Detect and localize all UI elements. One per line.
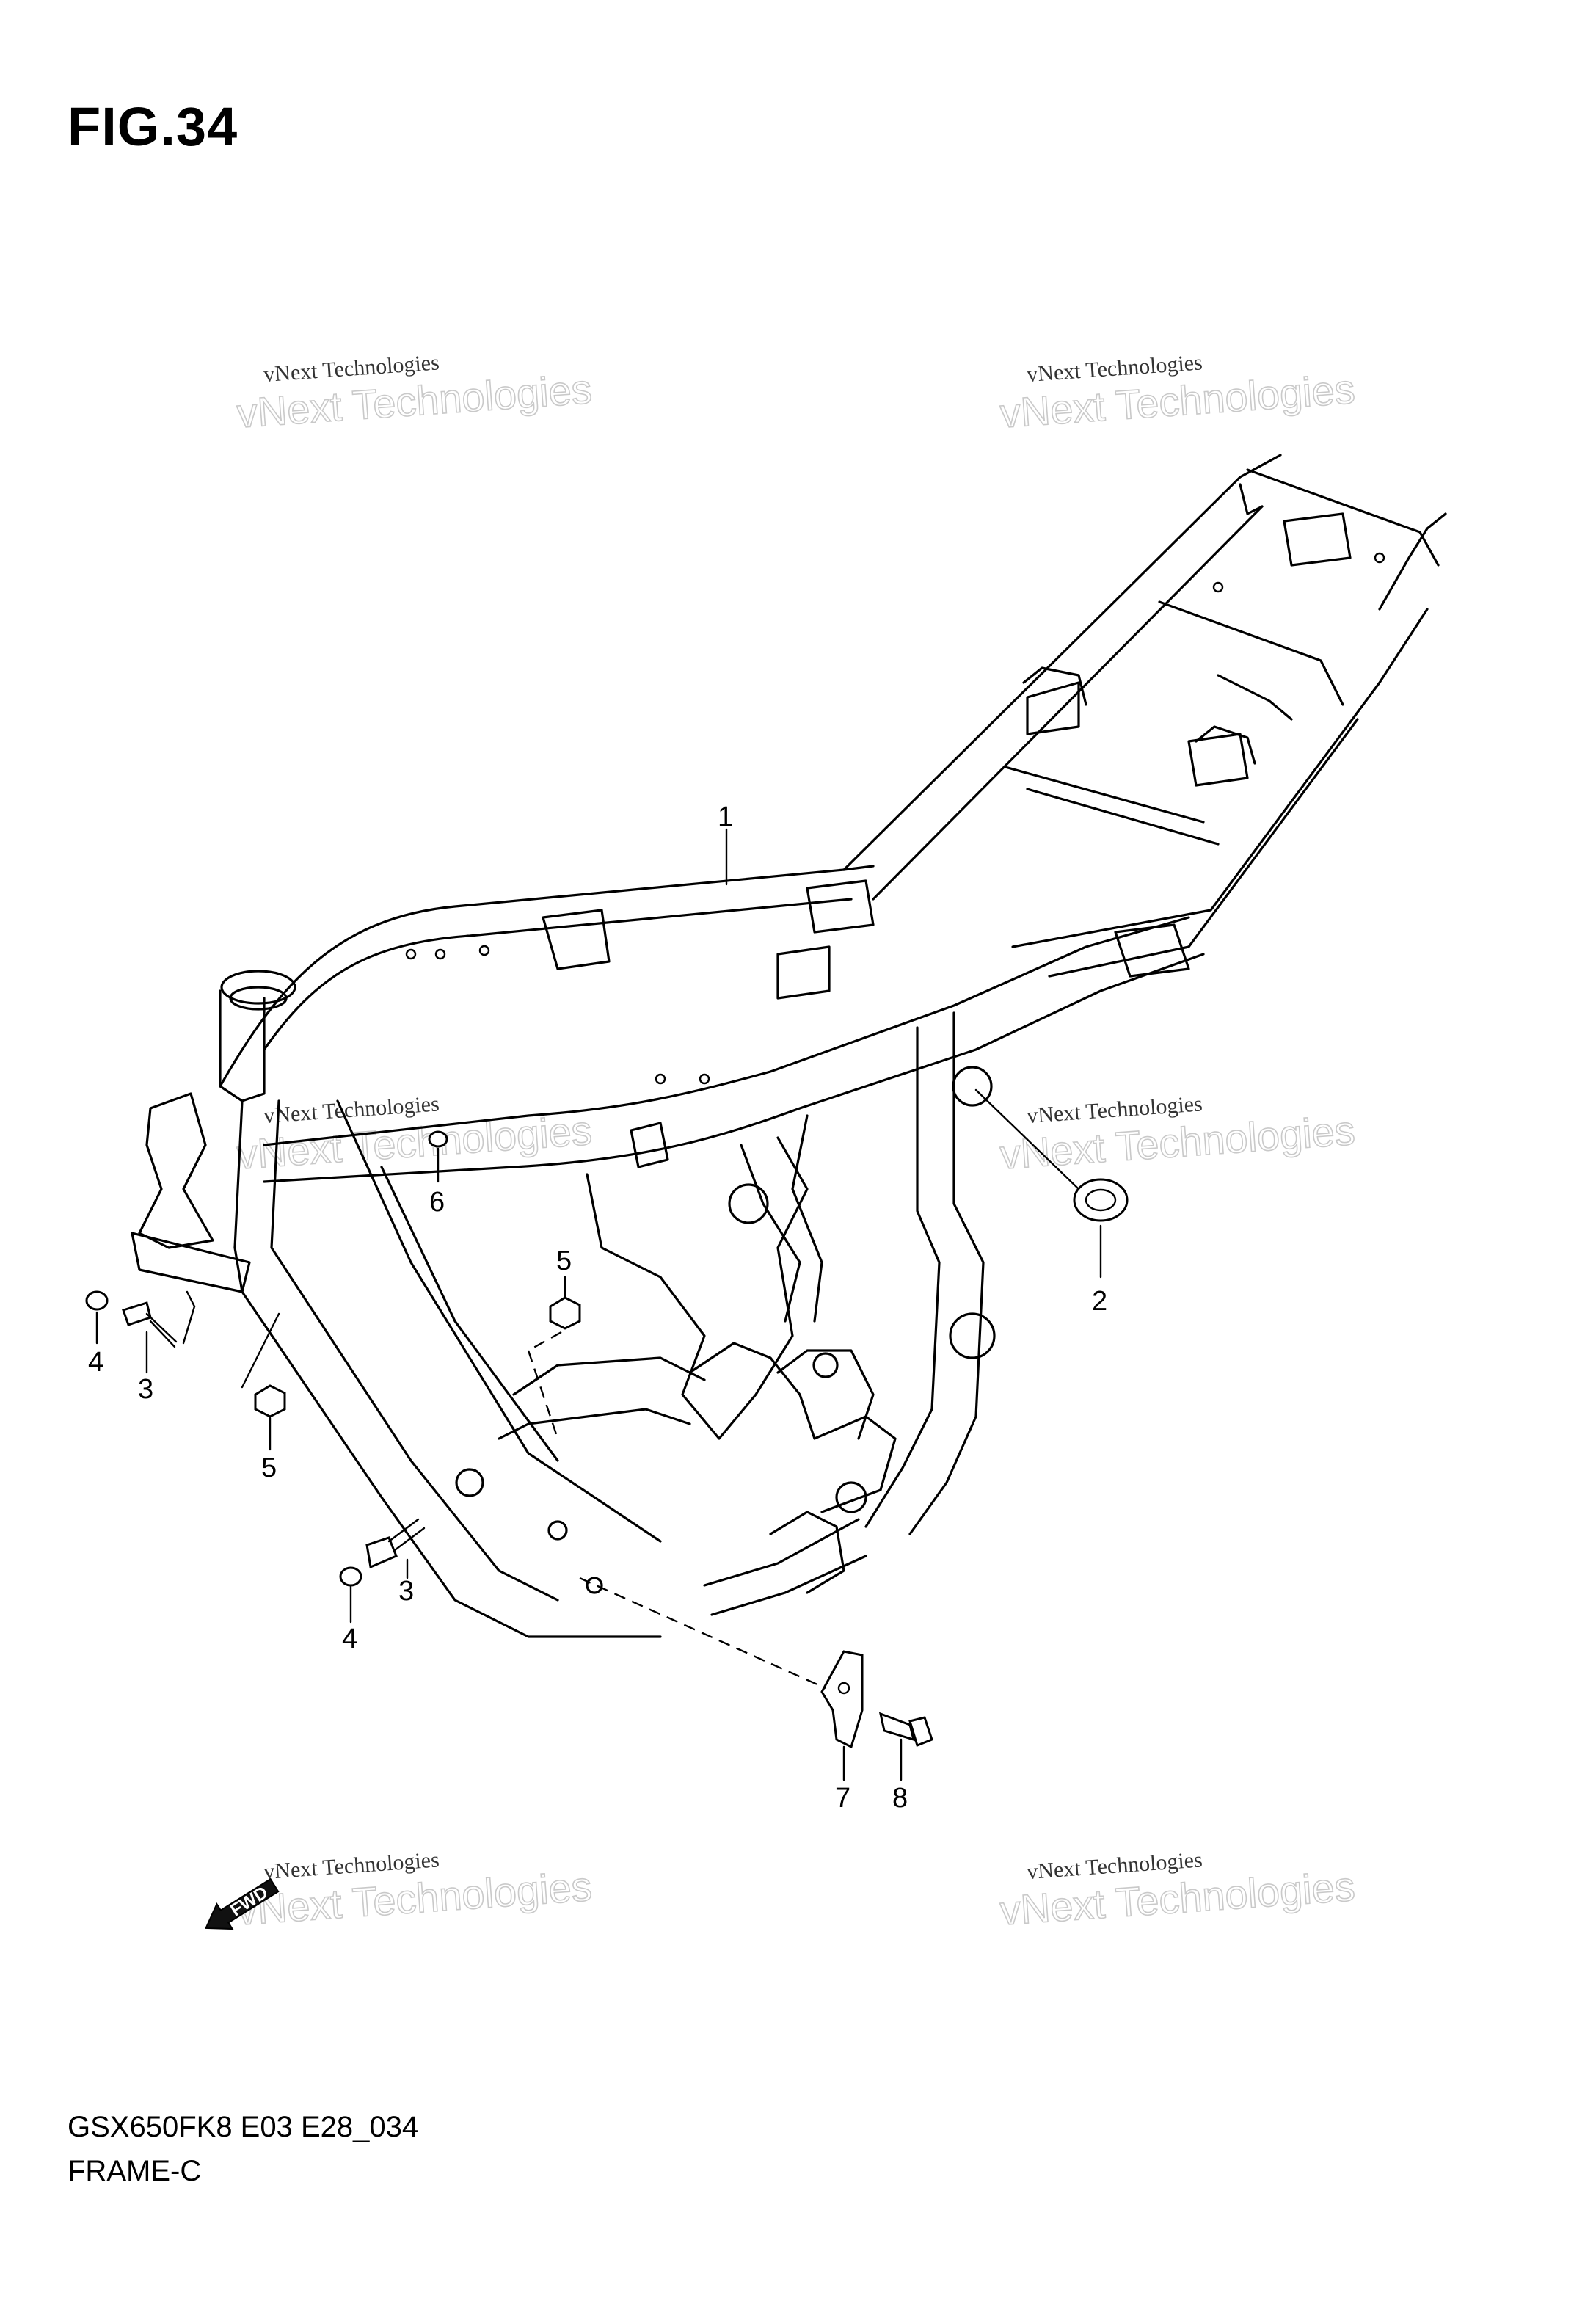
leader-lines xyxy=(95,828,1102,1781)
fwd-arrow-icon xyxy=(205,1877,280,1930)
callout-3-upper: 3 xyxy=(138,1374,153,1405)
callout-labels: 1 2 3 3 4 4 5 5 6 7 8 xyxy=(88,801,1107,1814)
part-3-bolt-lower xyxy=(365,1518,426,1569)
callout-5-lower: 5 xyxy=(261,1453,277,1483)
callout-7: 7 xyxy=(835,1783,850,1814)
part-4-nut-upper xyxy=(85,1290,109,1311)
callout-4-upper: 4 xyxy=(88,1347,103,1378)
part-6-grommet xyxy=(428,1130,448,1148)
watermark-mid-right: vNext Technologies vNext Technologies xyxy=(998,1091,1357,1178)
figure-title: FIG.34 xyxy=(68,96,238,157)
callout-1: 1 xyxy=(718,801,733,832)
watermark-top-left: vNext Technologies vNext Technologies xyxy=(235,350,594,437)
main-frame-drawing xyxy=(131,454,1447,1638)
callout-5-upper: 5 xyxy=(556,1246,572,1276)
footer-model-code: GSX650FK8 E03 E28_034 xyxy=(68,2111,419,2143)
callout-2: 2 xyxy=(1092,1286,1107,1317)
part-2-cap xyxy=(974,1088,1129,1222)
footer-section-name: FRAME-C xyxy=(68,2155,202,2187)
callout-3-lower: 3 xyxy=(398,1576,414,1607)
watermark-bottom-left: vNext Technologies vNext Technologies xyxy=(235,1847,594,1934)
callout-4-lower: 4 xyxy=(342,1624,357,1654)
part-4-nut-lower xyxy=(339,1566,362,1587)
part-3-bolt-upper xyxy=(122,1290,196,1348)
watermark-bottom-right: vNext Technologies vNext Technologies xyxy=(998,1847,1357,1934)
callout-8: 8 xyxy=(892,1783,908,1814)
watermark-group: vNext Technologies vNext Technologies vN… xyxy=(235,350,1357,1934)
part-5-nut-lower xyxy=(241,1312,286,1418)
watermark-top-right: vNext Technologies vNext Technologies xyxy=(998,350,1357,437)
part-8-bolt xyxy=(878,1712,933,1748)
callout-6: 6 xyxy=(429,1187,445,1218)
part-7-bracket xyxy=(579,1577,864,1749)
